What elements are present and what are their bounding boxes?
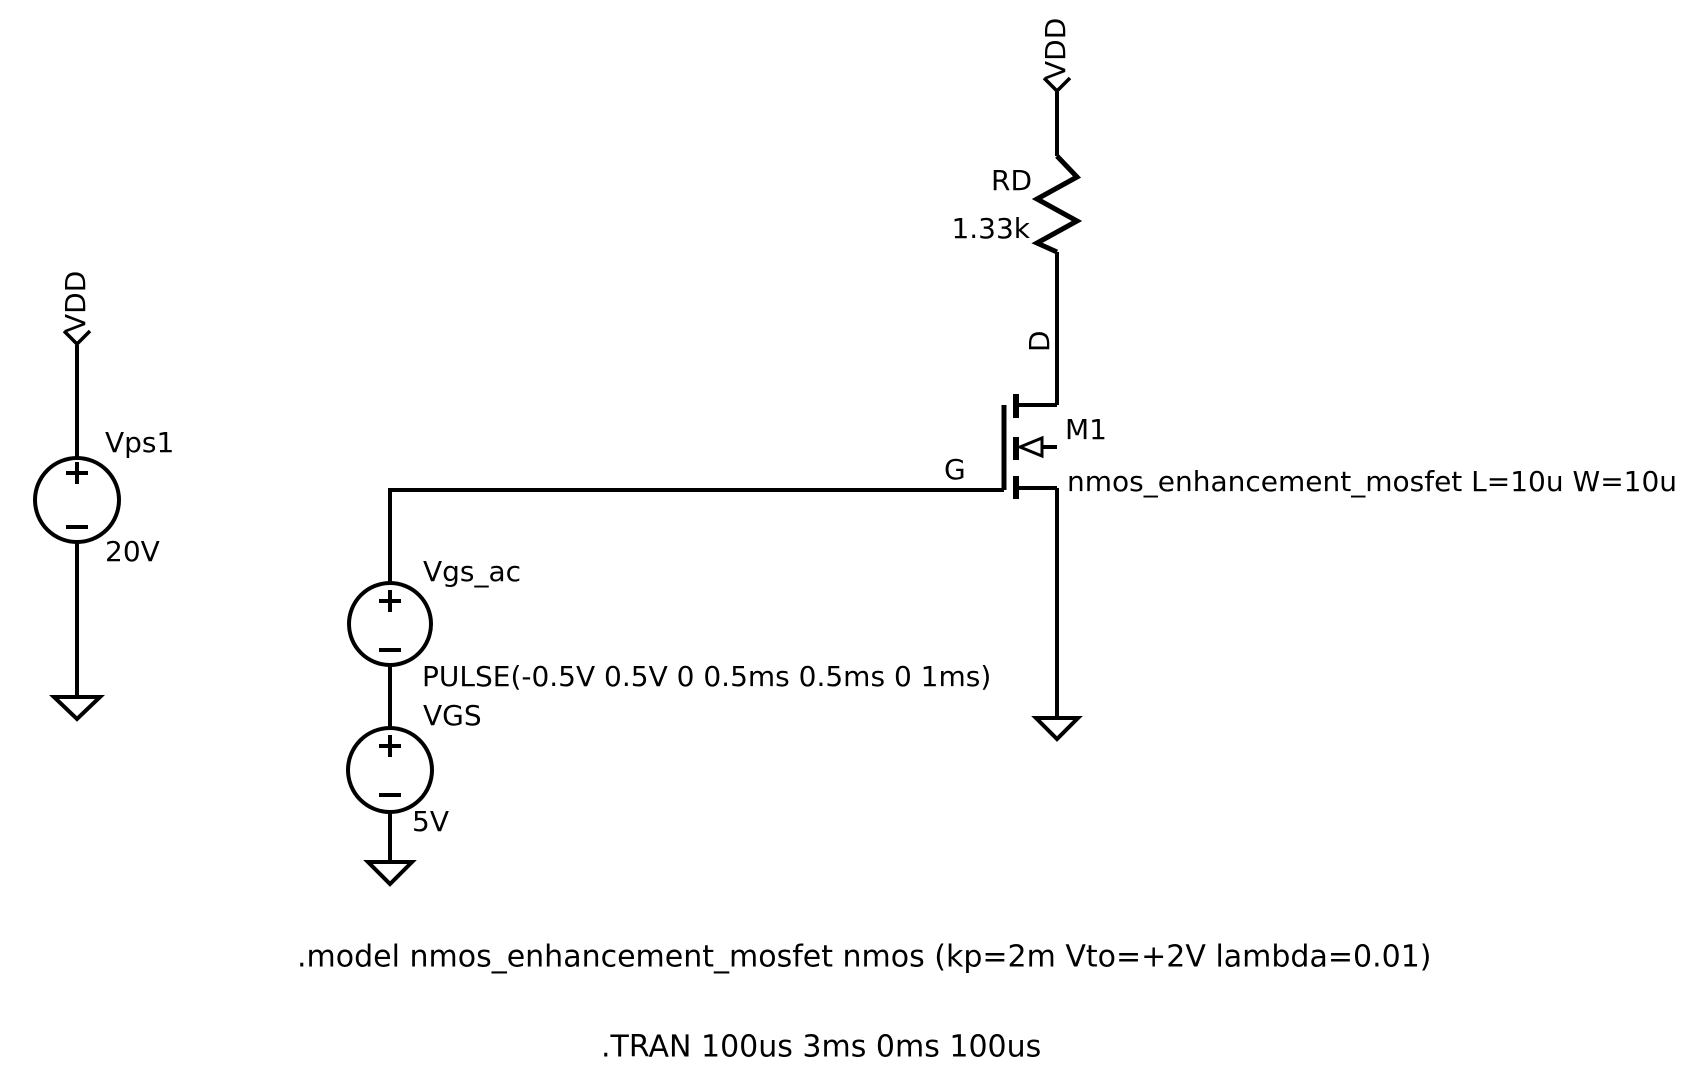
drain-pin-label: D <box>1023 330 1056 352</box>
drain-branch: VDD RD 1.33k D G M1 nmos_enhancement_mos… <box>944 18 1677 742</box>
vgs-value-label: 5V <box>412 805 449 838</box>
tran-directive-text[interactable]: .TRAN 100us 3ms 0ms 100us <box>601 1030 1041 1065</box>
model-directive-text[interactable]: .model nmos_enhancement_mosfet nmos (kp=… <box>297 940 1432 975</box>
vps1-value-label: 20V <box>105 535 160 568</box>
m1-name-label: M1 <box>1065 413 1107 446</box>
vps1-name-label: Vps1 <box>105 426 174 459</box>
voltage-source-vps1[interactable] <box>33 456 121 544</box>
vgs-ac-name-label: Vgs_ac <box>423 555 521 588</box>
gate-pin-label: G <box>944 453 966 486</box>
spice-directives: .model nmos_enhancement_mosfet nmos (kp=… <box>297 940 1432 1065</box>
m1-model-label: nmos_enhancement_mosfet L=10u W=10u <box>1067 465 1677 498</box>
net-flag-pointer-right <box>1042 76 1072 94</box>
net-label-vdd-right[interactable]: VDD <box>1039 18 1072 80</box>
rd-zigzag[interactable] <box>1031 154 1083 255</box>
ground-symbol-middle[interactable] <box>363 860 417 887</box>
vgs-name-label: VGS <box>423 699 482 732</box>
voltage-source-vgs-ac[interactable] <box>347 581 433 667</box>
vgs-ac-value-label: PULSE(-0.5V 0.5V 0 0.5ms 0.5ms 0 1ms) <box>422 660 991 693</box>
net-flag-pointer-left <box>62 329 92 347</box>
gate-drive-branch: Vgs_ac PULSE(-0.5V 0.5V 0 0.5ms 0.5ms 0 … <box>346 488 1004 887</box>
ground-symbol-right[interactable] <box>1031 716 1083 742</box>
net-label-vdd-left[interactable]: VDD <box>59 271 92 333</box>
power-supply-branch: VDD Vps1 20V <box>33 271 174 722</box>
rd-name-label: RD <box>991 164 1032 197</box>
resistor-rd[interactable] <box>1031 154 1083 255</box>
wire-gate[interactable] <box>388 488 1004 583</box>
ground-symbol-left[interactable] <box>49 695 105 722</box>
rd-value-label: 1.33k <box>951 212 1030 245</box>
nmos-transistor-m1[interactable] <box>1001 394 1057 499</box>
m1-body-arrow-icon <box>1016 435 1044 459</box>
voltage-source-vgs[interactable] <box>346 726 434 814</box>
